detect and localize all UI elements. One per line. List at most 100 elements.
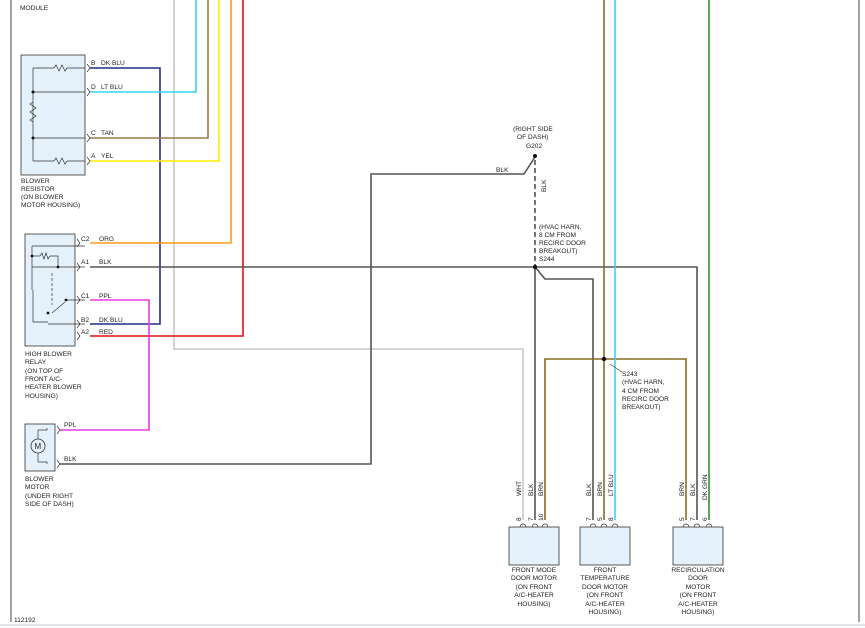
pin-b2-label: B2: [81, 317, 89, 324]
high-blower-relay-box: [24, 233, 76, 347]
front-mode-label-2: DOOR MOTOR: [511, 575, 557, 582]
wire-dk-blu: [90, 67, 161, 325]
s244-label-1: (HVAC HARN,: [539, 224, 582, 231]
wire-org: [90, 0, 232, 244]
wire-label-wht-mode: WHT: [516, 481, 523, 496]
wire-label-lt-blu-d: LT BLU: [101, 84, 123, 91]
front-mode-door-motor: [508, 526, 560, 566]
pin-c1-label: C1: [81, 293, 90, 300]
pin-b-label: B: [91, 60, 96, 67]
relay-label-2: RELAY: [25, 359, 47, 366]
connector-chevrons-left: [56, 63, 91, 469]
s243-label-2: (HVAC HARN,: [622, 379, 665, 386]
front-mode-label-3: (ON FRONT: [516, 584, 553, 591]
wire-label-yel-a: YEL: [101, 153, 114, 160]
pin-5-recirc: 5: [679, 517, 686, 521]
wire-label-blk-mode: BLK: [528, 483, 535, 496]
blower-resistor-label-2: RESISTOR: [21, 186, 55, 193]
front-mode-label-5: HOUSING): [518, 601, 551, 608]
recirc-door-motor: [672, 526, 724, 566]
front-temp-door-motor: [579, 526, 631, 566]
g202-ground: [533, 154, 537, 158]
relay-label-6: HOUSING): [25, 393, 58, 400]
wire-label-brn-temp: BRN: [597, 482, 604, 496]
s243-label-3: 4 CM FROM: [622, 388, 659, 395]
s244-label-5: S244: [539, 256, 555, 263]
wire-label-red: RED: [99, 329, 113, 336]
wire-wht: [173, 0, 524, 520]
front-mode-label-1: FRONT MODE: [512, 567, 557, 574]
s244-label-2: 8 CM FROM: [539, 232, 576, 239]
relay-label-4: FRONT A/C-: [25, 376, 62, 383]
high-blower-relay: [24, 233, 85, 347]
wire-blk-motor: [60, 156, 536, 465]
wire-yel: [90, 0, 220, 162]
wire-label-blk-motor: BLK: [64, 456, 77, 463]
wire-ppl: [60, 299, 150, 431]
wire-label-blk-a1: BLK: [99, 259, 112, 266]
wire-label-blk-recirc: BLK: [690, 483, 697, 496]
motor-symbol-letter: M: [35, 442, 42, 451]
s243-splice: [601, 356, 607, 362]
pin-7-mode: 7: [528, 517, 535, 521]
relay-label-1: HIGH BLOWER: [25, 351, 72, 358]
module-label: MODULE: [20, 5, 49, 12]
wire-label-blk-vertical: BLK: [541, 179, 548, 192]
g202-label-1: (RIGHT SIDE: [513, 126, 553, 133]
wire-red: [90, 0, 244, 337]
pin-c-label: C: [91, 130, 96, 137]
pin-7-temp: 7: [586, 517, 593, 521]
pin-8-temp: 8: [608, 517, 615, 521]
wire-label-brn-recirc: BRN: [679, 482, 686, 496]
motor-label-3: (UNDER RIGHT: [25, 493, 73, 500]
wire-label-dk-blu-b: DK BLU: [101, 60, 125, 67]
recirc-label-5: A/C-HEATER: [678, 601, 718, 608]
wire-label-blk-temp: BLK: [586, 483, 593, 496]
g202-label-2: OF DASH): [517, 134, 549, 141]
wire-label-ppl-c1: PPL: [99, 293, 112, 300]
blower-resistor-label-3: (ON BLOWER: [21, 194, 64, 201]
front-temp-label-6: HOUSING): [589, 609, 622, 616]
blower-resistor-box: [20, 54, 86, 176]
motor-label-1: BLOWER: [25, 476, 54, 483]
blower-motor-box: [24, 423, 56, 472]
pin-5-temp: 5: [597, 517, 604, 521]
recirc-label-6: HOUSING): [682, 609, 715, 616]
s244-splice: [532, 264, 538, 270]
front-temp-label-2: TEMPERATURE: [580, 575, 630, 582]
front-temp-label-1: FRONT: [594, 567, 617, 574]
s244-label-3: RECIRC DOOR: [539, 240, 586, 247]
s243-label-1: S243: [622, 371, 638, 378]
figure-id: 112192: [14, 617, 36, 624]
blower-resistor-label-1: BLOWER: [21, 178, 50, 185]
motor-label-4: SIDE OF DASH): [25, 501, 74, 508]
s243-label-5: BREAKOUT): [622, 404, 660, 411]
wire-blk-recirc: [535, 266, 698, 520]
front-temp-label-3: DOOR MOTOR: [582, 584, 628, 591]
g202-label-3: G202: [526, 143, 542, 150]
blower-resistor: [20, 54, 86, 176]
wire-label-tan-c: TAN: [101, 130, 114, 137]
recirc-label-3: MOTOR: [686, 584, 711, 591]
pin-10-mode: 10: [538, 513, 545, 521]
pin-7-recirc: 7: [690, 517, 697, 521]
wire-blk-front-temp: [534, 266, 594, 520]
pin-6-recirc: 6: [702, 517, 709, 521]
recirc-label-1: RECIRCULATION: [671, 567, 725, 574]
pin-a1-label: A1: [81, 259, 89, 266]
wire-label-lt-blu-temp: LT BLU: [608, 474, 615, 496]
relay-label-3: (ON TOP OF: [25, 368, 63, 375]
front-temp-label-4: (ON FRONT: [587, 592, 624, 599]
wire-label-blk-ground: BLK: [496, 167, 509, 174]
wire-label-dk-blu-b2: DK BLU: [99, 317, 123, 324]
front-temp-label-5: A/C-HEATER: [585, 601, 625, 608]
pin-c2-label: C2: [81, 236, 90, 243]
recirc-label-4: (ON FRONT: [680, 592, 717, 599]
s243-label-4: RECIRC DOOR: [622, 396, 669, 403]
wire-label-dk-grn-recirc: DK GRN: [702, 474, 709, 500]
s243-leader: [609, 363, 623, 373]
relay-label-5: HEATER BLOWER: [25, 384, 82, 391]
recirc-label-2: DOOR: [688, 575, 708, 582]
wire-label-ppl-motor: PPL: [64, 422, 77, 429]
